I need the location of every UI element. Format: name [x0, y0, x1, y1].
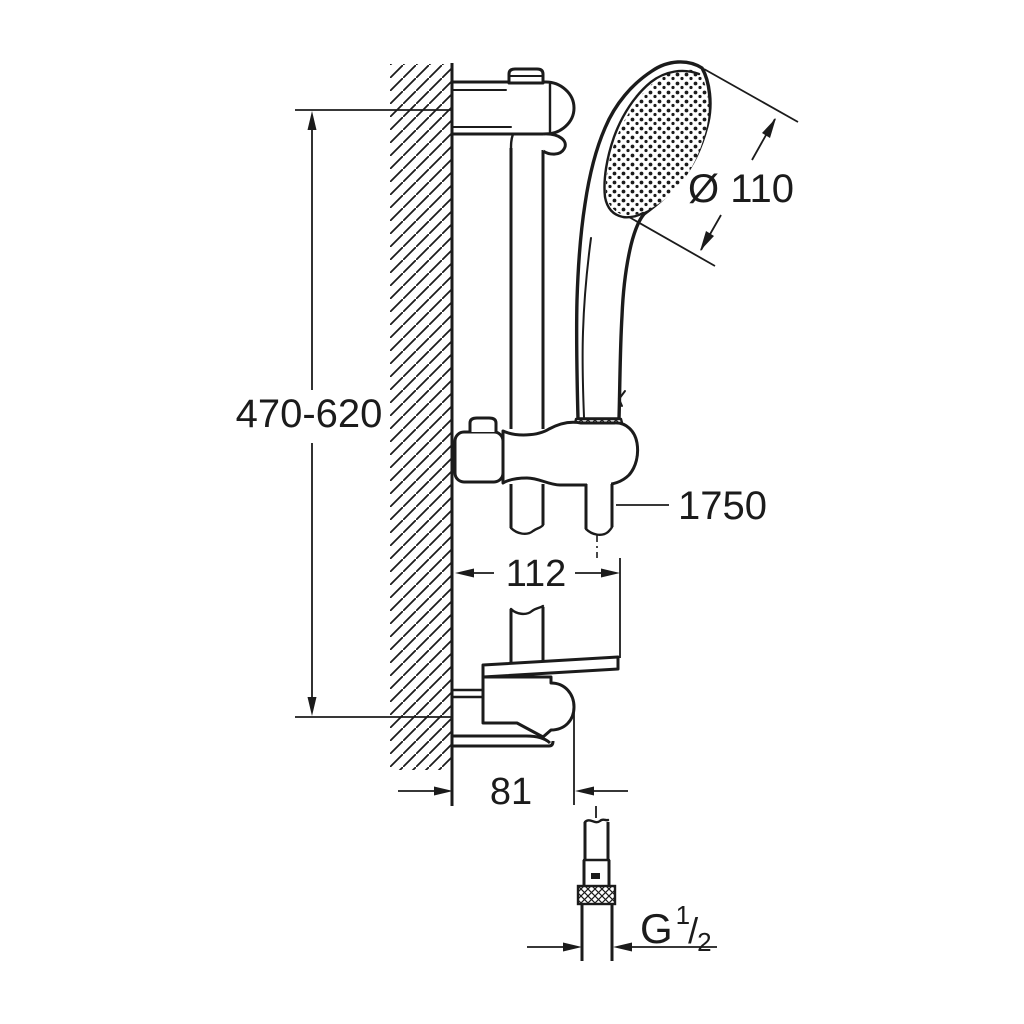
arrow-left [455, 568, 474, 578]
thread-numerator: 1 [676, 900, 690, 930]
hose-break-edge [584, 525, 614, 537]
handle-contour-line [581, 237, 592, 418]
wall-section [390, 64, 452, 770]
thread-slash: / [688, 910, 698, 951]
dim-head-diameter: Ø 110 [628, 68, 799, 267]
dim-label-head-diameter: Ø 110 [688, 167, 794, 211]
handle-notch [617, 390, 626, 407]
arrow-up-right [762, 118, 776, 138]
hand-shower [570, 60, 712, 445]
dim-label-hose-length: 1750 [678, 484, 767, 528]
slider-lock-button [468, 416, 498, 432]
hose-upper [584, 484, 614, 529]
dim-extension-lines [295, 109, 452, 718]
ext-line-head-top [703, 68, 799, 123]
spray-plate-rim [603, 69, 701, 219]
dim-height-range: 470-620 [236, 111, 383, 716]
rail-break-upper-edge [509, 604, 545, 616]
arrow-up [307, 111, 317, 130]
rail-break-lower-edge [509, 523, 545, 536]
wall-hatch [390, 64, 452, 770]
arrow-right-pipe [563, 942, 582, 952]
hose-outlet-fitting [576, 806, 617, 961]
fitting-mark [591, 873, 600, 879]
soap-tray [481, 655, 620, 679]
hose-mask [587, 480, 611, 528]
thread-letter: G [640, 905, 673, 952]
ext-line-head-bottom [628, 216, 716, 267]
slider-body [501, 420, 640, 487]
glide-slider-holder [453, 416, 640, 558]
rail-mid-segment [509, 484, 545, 528]
thread-denominator: 2 [697, 927, 711, 957]
arrow-left-pipe [613, 942, 632, 952]
base-plate-top [452, 734, 552, 745]
fitting-knurled-nut [576, 884, 617, 906]
dim-wall-to-hose: 112 [455, 553, 621, 658]
dim-label-wall-to-bracket: 81 [490, 771, 532, 813]
top-bracket-detail-lines [451, 89, 512, 128]
fitting-upper-tube [583, 822, 610, 860]
base-plate-bottom [452, 740, 555, 748]
dim-hose-length: 1750 [616, 484, 767, 528]
top-wall-bracket [450, 67, 576, 156]
bottom-bracket-body [481, 675, 576, 739]
arrow-down [307, 697, 317, 716]
fitting-break-edge [583, 818, 610, 824]
arrow-left-in [575, 786, 594, 796]
bottom-bracket-wall-stem [450, 688, 485, 699]
slider-left-cap [453, 430, 505, 484]
bottom-wall-bracket [450, 655, 620, 748]
dim-label-height-range: 470-620 [236, 392, 383, 436]
rail-upper-segment [509, 148, 545, 429]
top-bracket-ball-joint [542, 132, 567, 156]
dim-wall-to-bracket: 81 [398, 708, 628, 813]
fitting-pipe [580, 904, 614, 961]
arrow-right [601, 568, 620, 578]
fitting-hex-block [582, 860, 611, 886]
shower-rail [509, 148, 545, 663]
arrow-down-left [700, 231, 714, 251]
rail-shoulder [509, 132, 515, 152]
rail-lower-segment [509, 607, 545, 663]
dim-label-wall-to-hose: 112 [506, 553, 567, 595]
arrow-right-in [434, 786, 453, 796]
spray-face-stipple [605, 69, 709, 216]
